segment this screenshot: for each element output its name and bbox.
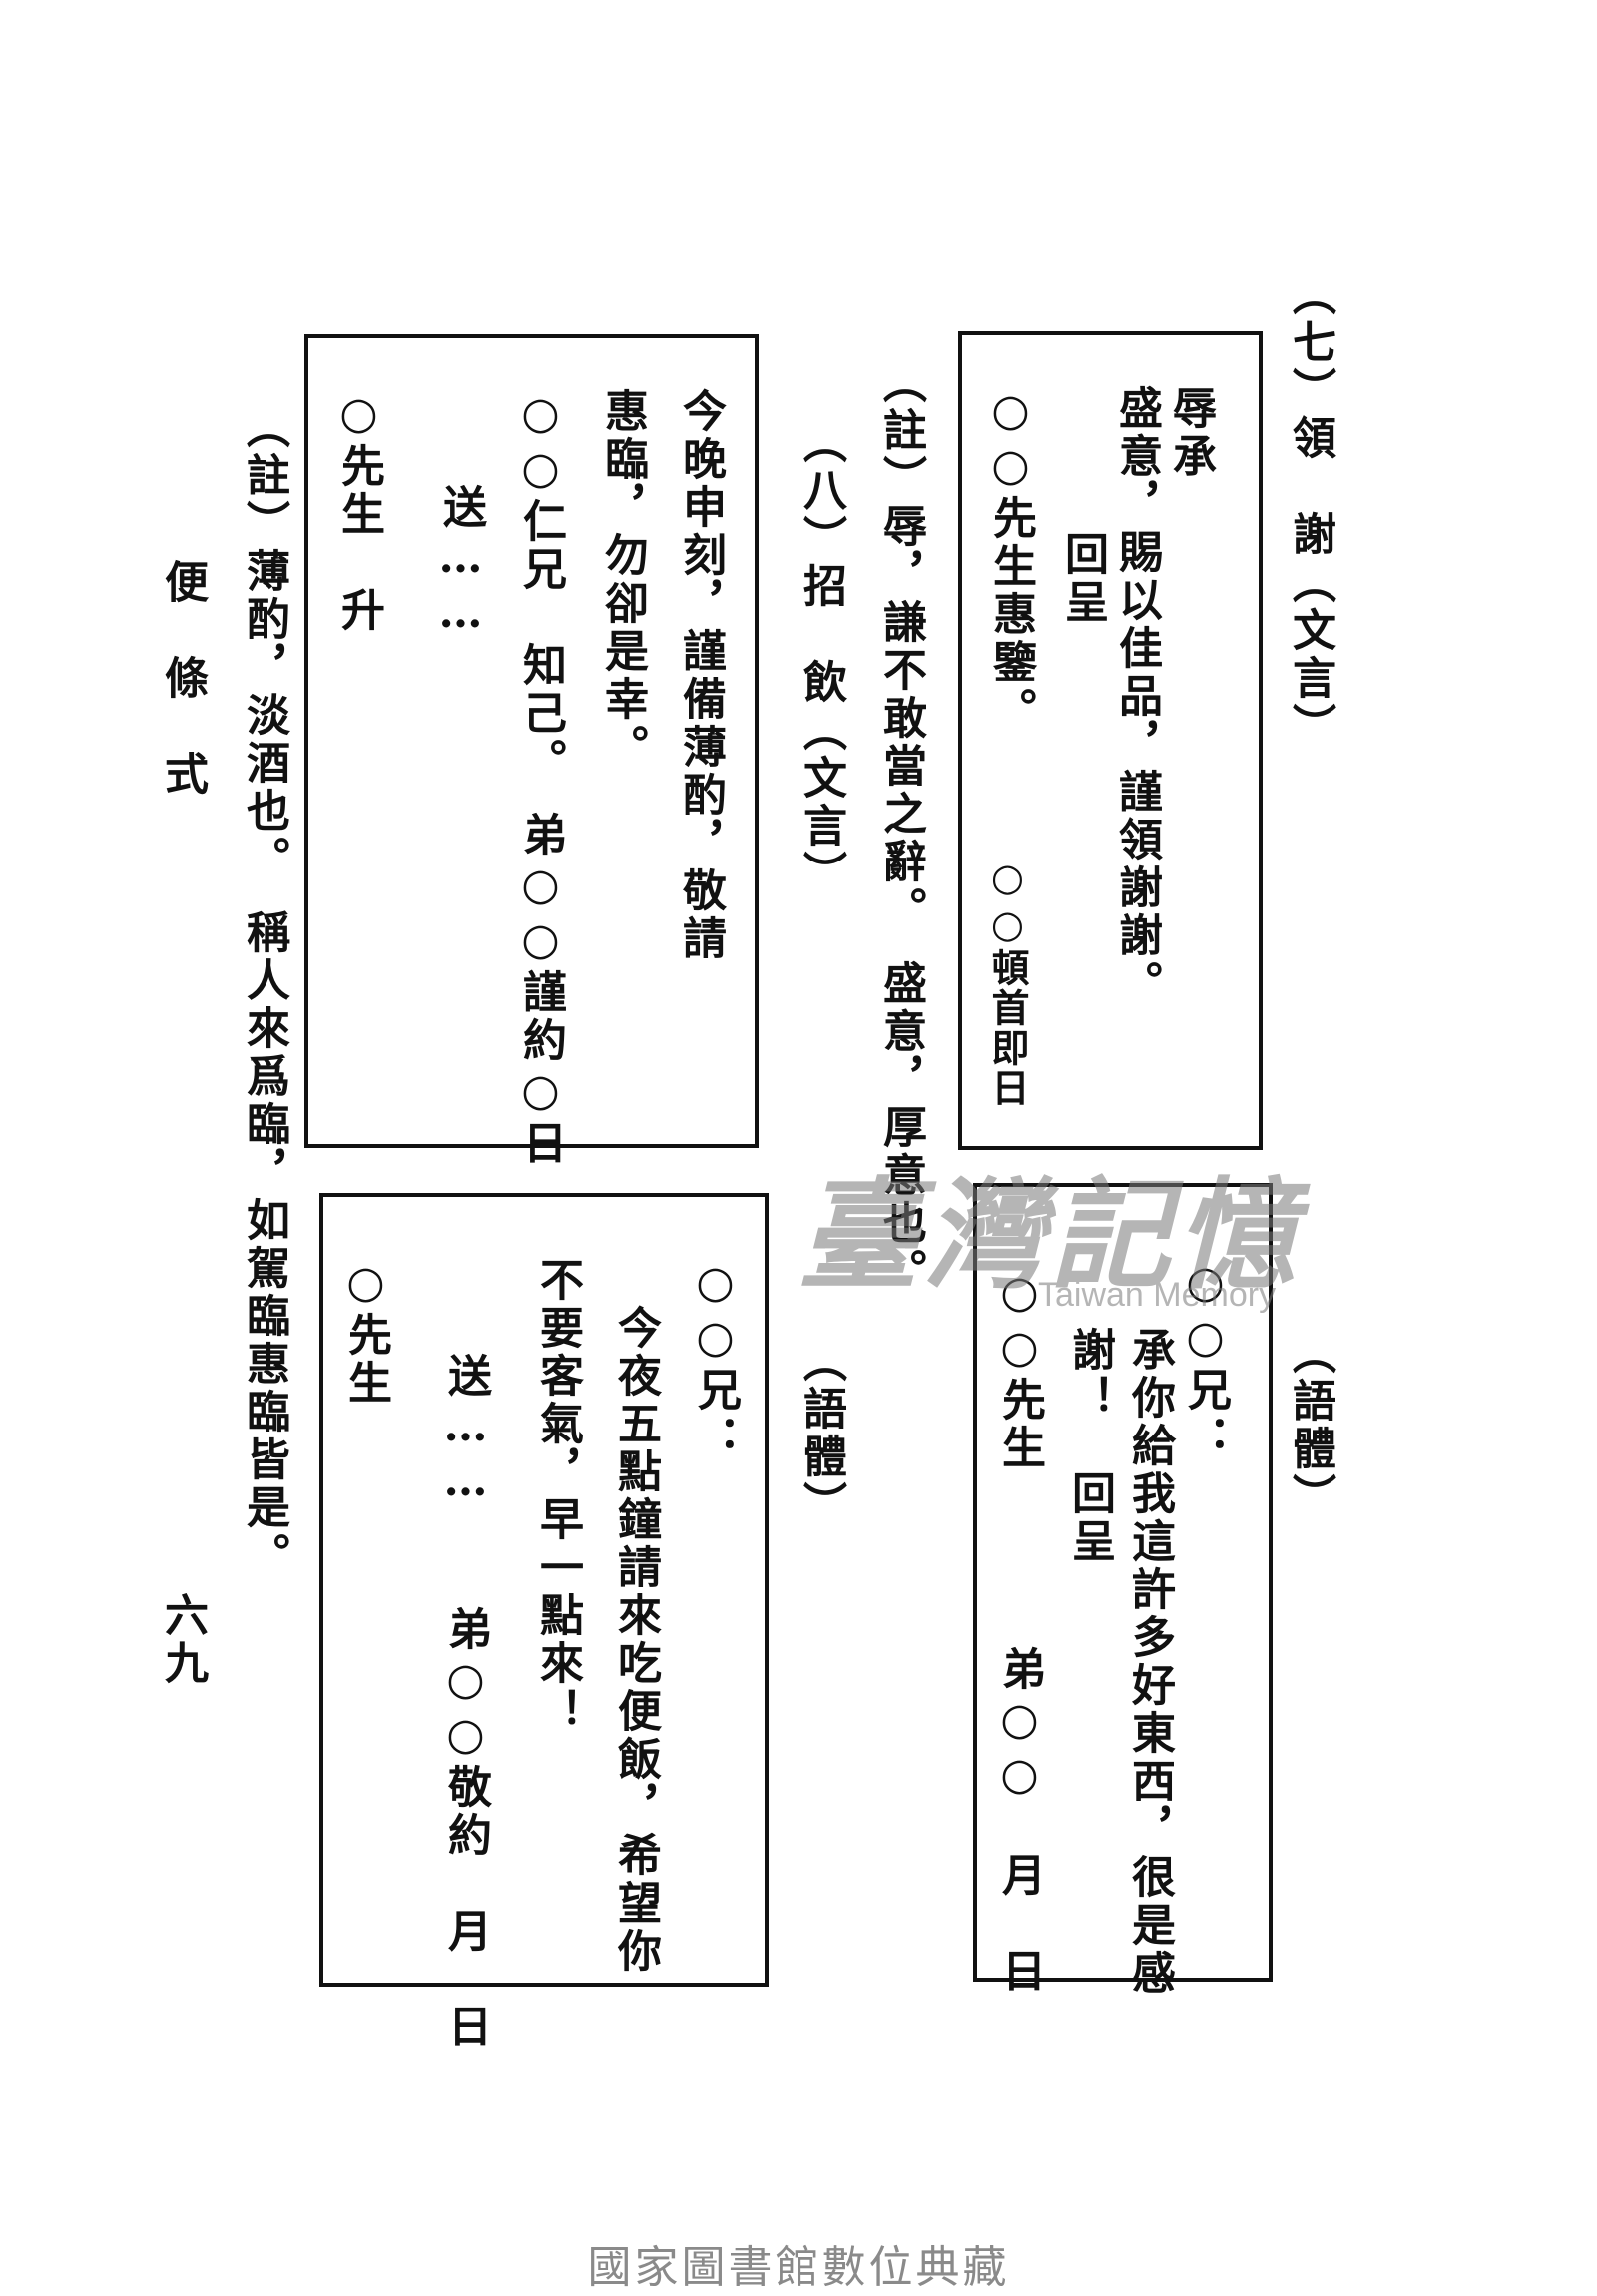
section-8-vernacular-line-2: 今夜五點鐘請來吃便飯，希望你 <box>610 1257 661 1976</box>
section-7-wenyan-box: 辱承 盛意，賜以佳品，謹領謝謝。 回呈 ○○先生惠鑒。 ○○頓首即日 <box>958 331 1263 1150</box>
section-7-vernacular-line-2: 承你給我這許多好東西，很是感 <box>1124 1327 1175 1998</box>
section-7-vernacular-line-1: ○○兄： <box>1180 1257 1231 1462</box>
section-7-vernacular-sign: 弟○○ 月 日 <box>994 1646 1045 1996</box>
section-8-heading: （八）招 飲（文言） <box>796 419 846 898</box>
section-8-wenyan-line-3: ○○仁兄 知己。 弟○○謹約○日 <box>515 388 566 1168</box>
section-8-note: （註）薄酌，淡酒也。 稱人來爲臨，如駕臨惠臨皆是。 <box>239 404 289 1580</box>
section-8-wenyan-box: 今晚申刻，謹備薄酌，敬請 惠臨，勿卻是幸。 ○○仁兄 知己。 弟○○謹約○日 送… <box>304 334 759 1168</box>
footer-credit: 國家圖書館數位典藏 <box>587 2243 1010 2292</box>
section-7-style-label: （語體） <box>1285 1330 1335 1521</box>
section-8-vernacular-line-5: ○先生 <box>340 1257 391 1408</box>
section-8-wenyan-line-5: ○先生 升 <box>333 388 384 635</box>
section-8-vernacular-line-1: ○○兄： <box>690 1257 741 1462</box>
section-7-heading: （七）領 謝（文言） <box>1285 272 1335 751</box>
section-7-vernacular-line-4: ○○先生 <box>994 1267 1045 1472</box>
section-7-vernacular-line-3: 謝！ 回呈 <box>1064 1327 1115 1566</box>
section-8-vernacular-box: ○○兄： 今夜五點鐘請來吃便飯，希望你 不要客氣，早一點來！ 送…… 弟○○敬約… <box>319 1193 769 2051</box>
margin-title: 便 條 式 <box>157 559 208 799</box>
section-7-wenyan-line-1: 辱承 <box>1165 385 1216 481</box>
section-7-wenyan-sign: ○○頓首即日 <box>985 855 1030 1108</box>
section-8-style-label: （語體） <box>796 1338 846 1529</box>
section-8-vernacular-line-3: 不要客氣，早一點來！ <box>532 1257 583 1736</box>
section-7-wenyan-line-3: 回呈 <box>1057 435 1108 627</box>
section-7-note: （註）辱，謙不敢當之辭。 盛意，厚意也。 <box>875 359 926 1296</box>
section-7-wenyan-line-4: ○○先生惠鑒。 <box>985 385 1036 735</box>
section-7-vernacular-box: ○○兄： 承你給我這許多好東西，很是感 謝！ 回呈 ○○先生 弟○○ 月 日 <box>973 1183 1273 1998</box>
section-8-wenyan-line-1: 今晚申刻，謹備薄酌，敬請 <box>675 388 726 963</box>
section-8-vernacular-line-4: 送…… 弟○○敬約 月 日 <box>440 1257 491 2051</box>
section-7-wenyan-line-2: 盛意，賜以佳品，謹領謝謝。 <box>1111 385 1162 1008</box>
page-number: 六九 <box>157 1592 208 1688</box>
section-8-wenyan-line-4: 送…… <box>435 388 486 642</box>
section-8-wenyan-line-2: 惠臨，勿卻是幸。 <box>597 388 648 772</box>
